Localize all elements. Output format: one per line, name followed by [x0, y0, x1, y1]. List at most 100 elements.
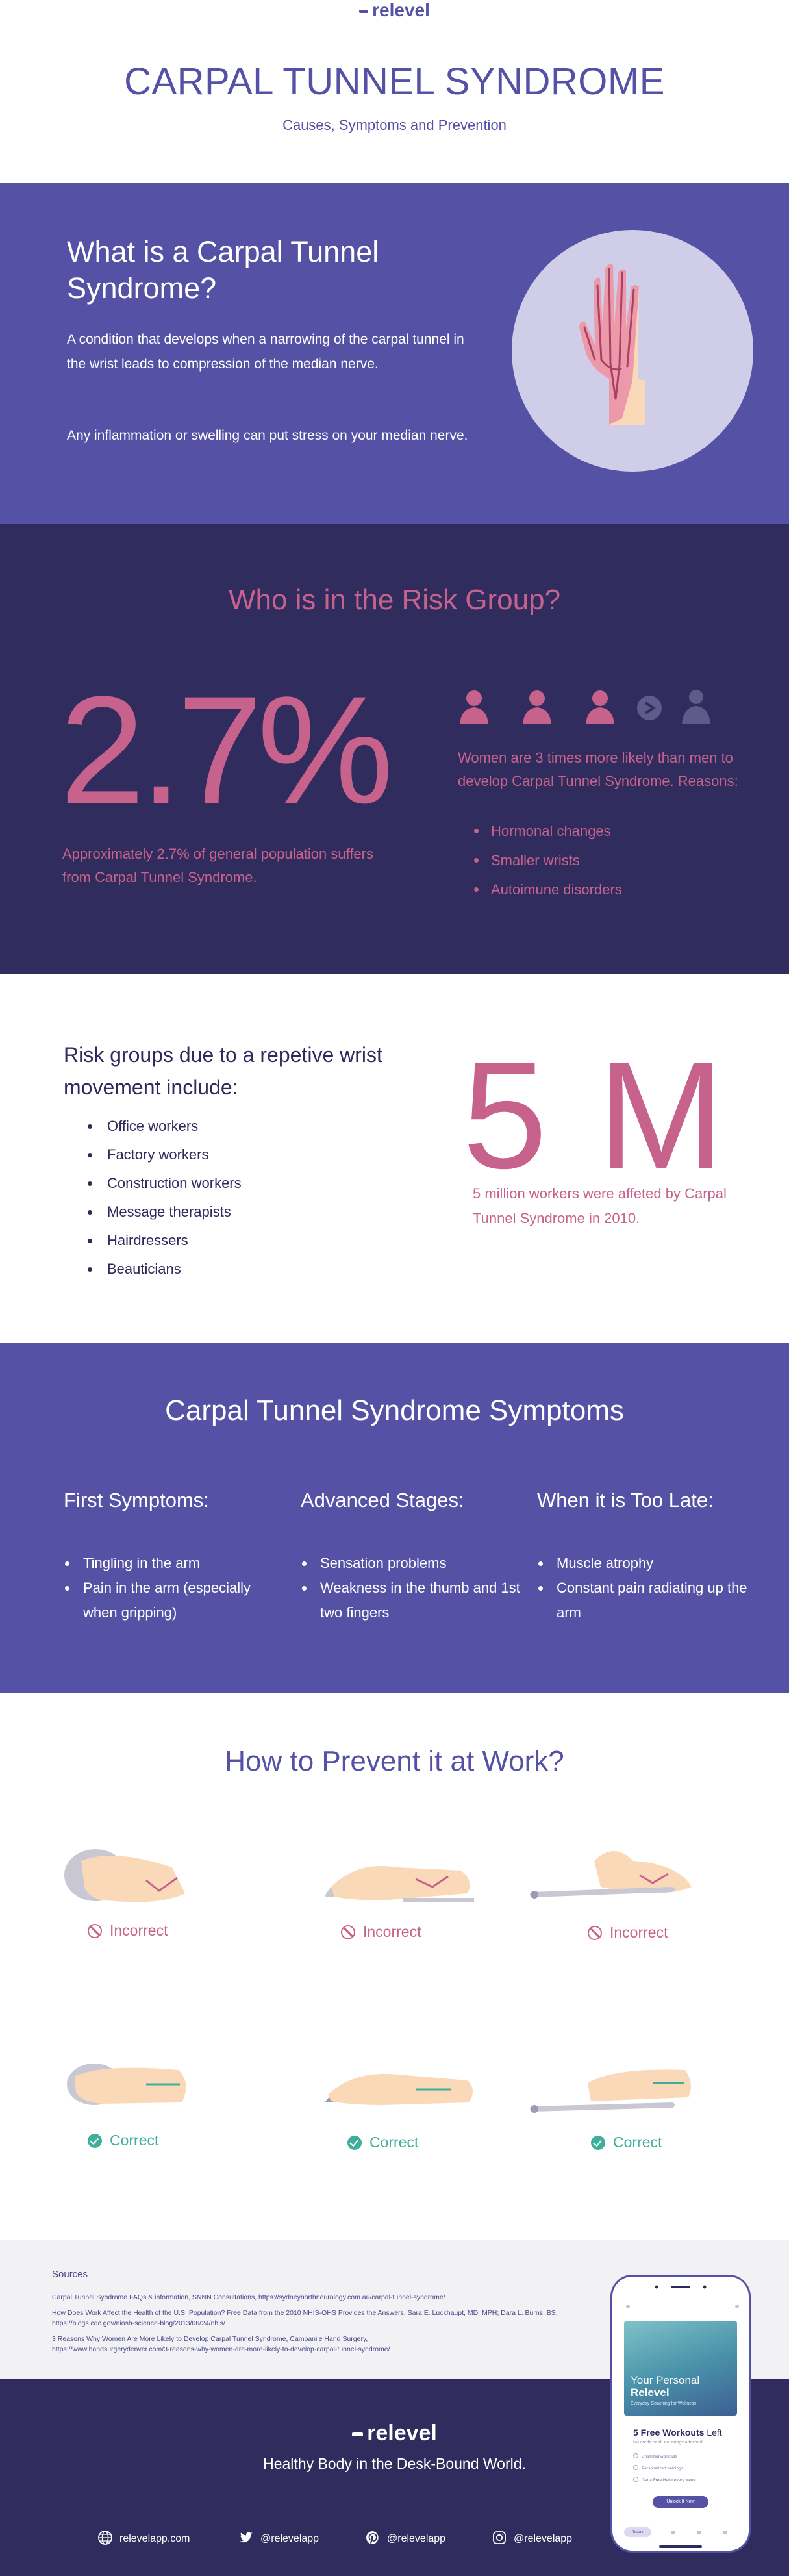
population-stat: 2.7%: [60, 664, 394, 836]
workers-stat: 5 M: [462, 1029, 729, 1200]
reasons-list: Hormonal changes Smaller wrists Autoimun…: [474, 816, 622, 904]
list-item: Beauticians: [88, 1255, 242, 1283]
incorrect-mouse-grip-illustration: [64, 1849, 185, 1902]
prohibited-icon: [341, 1925, 355, 1939]
source-link[interactable]: https://blogs.cdc.gov/niosh-science-blog…: [52, 2319, 225, 2327]
source-link[interactable]: https://www.handsurgerydenver.com/3-reas…: [52, 2345, 390, 2353]
risk-groups-list: Office workers Factory workers Construct…: [88, 1112, 242, 1283]
woman-icon: [586, 690, 614, 724]
gender-ratio-icons: [460, 690, 710, 724]
twitter-link[interactable]: @relevelapp: [238, 2530, 319, 2545]
incorrect-badge: Incorrect: [341, 1923, 421, 1941]
prohibited-icon: [88, 1924, 102, 1938]
risk-group-section: Who is in the Risk Group? 2.7% Approxima…: [0, 524, 789, 974]
workouts-subtitle: No credit card, no strings attached: [633, 2440, 703, 2445]
risk-group-heading: Who is in the Risk Group?: [228, 584, 561, 616]
column-title: Advanced Stages:: [301, 1489, 464, 1511]
check-icon: [591, 2136, 605, 2150]
tab-icon[interactable]: [671, 2531, 675, 2534]
symptoms-column-advanced: Advanced Stages: Sensation problems Weak…: [301, 1489, 521, 1625]
list-item: Personalized trainings: [633, 2465, 683, 2471]
phone-top-bar-icons: [626, 2305, 739, 2308]
hero-line-2: Relevel: [631, 2386, 670, 2399]
phone-status-icons: [655, 2285, 707, 2289]
app-phone-mockup: Your Personal Relevel Everyday Coaching …: [610, 2275, 751, 2553]
greater-than-icon: [637, 696, 662, 720]
app-tab-bar: Today: [612, 2522, 749, 2542]
page-subtitle: Causes, Symptoms and Prevention: [282, 117, 507, 133]
website-link[interactable]: relevelapp.com: [97, 2530, 190, 2545]
list-item: Construction workers: [88, 1169, 242, 1198]
what-is-paragraph-1: A condition that develops when a narrowi…: [67, 332, 464, 372]
header-section: relevel CARPAL TUNNEL SYNDROME Causes, S…: [0, 0, 789, 183]
list-item: Sensation problems: [302, 1551, 521, 1576]
population-stat-caption: Approximately 2.7% of general population…: [62, 846, 373, 885]
instagram-link[interactable]: @relevelapp: [492, 2530, 572, 2545]
what-is-heading: What is a Carpal Tunnel Syndrome?: [67, 235, 379, 305]
tab-icon[interactable]: [697, 2531, 701, 2534]
prevention-section: How to Prevent it at Work? Incorrect Inc…: [0, 1693, 789, 2240]
symptoms-column-too-late: When it is Too Late: Muscle atrophy Cons…: [537, 1489, 758, 1625]
workers-stat-caption: 5 million workers were affeted by Carpal…: [473, 1185, 727, 1226]
hero-line-1: Your Personal: [631, 2374, 700, 2386]
home-indicator: [659, 2545, 702, 2548]
women-likelihood-text: Women are 3 times more likely than men t…: [458, 750, 738, 789]
correct-badge: Correct: [347, 2134, 418, 2151]
woman-icon: [523, 690, 551, 724]
repetitive-section: Risk groups due to a repetive wrist move…: [0, 974, 789, 1343]
logo-text: relevel: [372, 0, 430, 20]
pinterest-icon: [366, 2531, 379, 2544]
list-item: Weakness in the thumb and 1st two finger…: [302, 1576, 521, 1625]
correct-badge: Correct: [88, 2132, 158, 2149]
incorrect-keyboard-illustration: [530, 1851, 692, 1899]
tab-today[interactable]: Today: [624, 2527, 651, 2537]
list-item: Muscle atrophy: [538, 1551, 758, 1576]
globe-icon: [98, 2531, 112, 2545]
column-title: First Symptoms:: [64, 1489, 209, 1511]
sources-title: Sources: [52, 2269, 88, 2280]
prevention-heading: How to Prevent it at Work?: [225, 1745, 564, 1777]
list-item: Hairdressers: [88, 1226, 242, 1255]
symptoms-heading: Carpal Tunnel Syndrome Symptoms: [165, 1395, 624, 1426]
list-item: Unlimited workouts: [633, 2453, 677, 2459]
list-item: Tingling in the arm: [65, 1551, 284, 1576]
list-item: Constant pain radiating up the arm: [538, 1576, 758, 1625]
list-item: Factory workers: [88, 1141, 242, 1169]
hand-illustration: [512, 230, 753, 472]
logo-mark-icon: [352, 2432, 364, 2437]
correct-badge: Correct: [591, 2134, 662, 2151]
workouts-title: 5 Free Workouts Left: [633, 2427, 722, 2438]
list-item: Pain in the arm (especially when grippin…: [65, 1576, 284, 1625]
pinterest-link[interactable]: @relevelapp: [365, 2530, 445, 2545]
footer-tagline: Healthy Body in the Desk-Bound World.: [263, 2455, 526, 2472]
twitter-icon: [240, 2532, 253, 2543]
repetitive-heading: Risk groups due to a repetive wrist move…: [64, 1043, 382, 1099]
list-item: Get a Free Habit every week: [633, 2477, 695, 2482]
incorrect-badge: Incorrect: [588, 1924, 668, 1941]
what-is-section: What is a Carpal Tunnel Syndrome? A cond…: [0, 183, 789, 524]
what-is-paragraph-2: Any inflammation or swelling can put str…: [67, 428, 468, 443]
page-title: CARPAL TUNNEL SYNDROME: [124, 60, 665, 103]
column-title: When it is Too Late:: [537, 1489, 714, 1511]
source-line[interactable]: Carpal Tunnel Syndrome FAQs & informatio…: [52, 2293, 445, 2301]
check-icon: [88, 2134, 102, 2148]
instagram-icon: [493, 2531, 506, 2544]
incorrect-badge: Incorrect: [88, 1922, 168, 1939]
source-line: 3 Reasons Why Women Are More Likely to D…: [52, 2335, 368, 2343]
incorrect-mouse-angle-illustration: [325, 1866, 474, 1902]
tab-icon[interactable]: [723, 2531, 727, 2534]
brand-logo[interactable]: relevel: [0, 0, 789, 21]
footer-logo[interactable]: relevel: [0, 2421, 789, 2446]
correct-mouse-flat-illustration: [325, 2073, 473, 2105]
list-item: Message therapists: [88, 1198, 242, 1226]
unlock-button[interactable]: Unlock It Now: [653, 2496, 708, 2508]
hand-x-ray-icon: [579, 264, 645, 425]
list-item: Hormonal changes: [474, 816, 622, 846]
app-hero-banner[interactable]: Your Personal Relevel Everyday Coaching …: [624, 2321, 737, 2416]
list-item: Smaller wrists: [474, 846, 622, 875]
correct-mouse-grip-illustration: [67, 2064, 186, 2105]
list-item: Office workers: [88, 1112, 242, 1141]
source-line: How Does Work Affect the Health of the U…: [52, 2309, 558, 2317]
man-icon: [682, 690, 710, 724]
hero-caption: Everyday Coaching for Wellness: [631, 2401, 697, 2406]
